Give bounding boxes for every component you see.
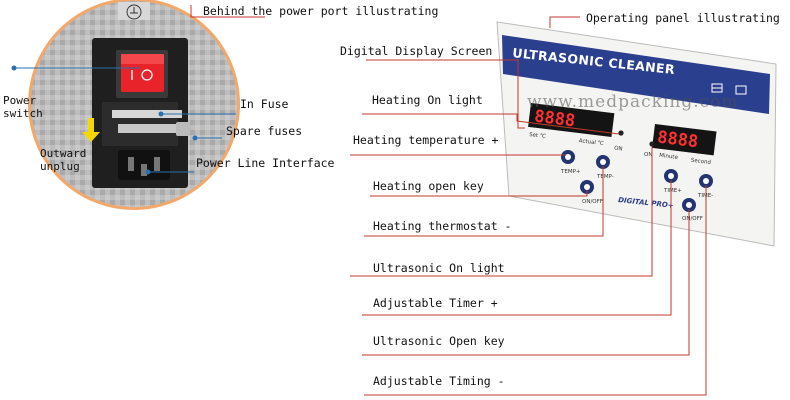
heating-on-light-label: Heating On light xyxy=(372,93,483,107)
right-leader-lines xyxy=(350,16,707,396)
heating-onoff-label: ON/OFF xyxy=(582,199,603,205)
display-screen-label: Digital Display Screen xyxy=(340,44,493,58)
minute-label: Minute xyxy=(659,153,679,161)
ultrasonic-on-light xyxy=(649,141,655,147)
operating-panel: ULTRASONIC CLEANER 8888 Set ℃ Actual ℃ O… xyxy=(496,21,777,247)
heating-on-light xyxy=(618,130,624,136)
timing-minus-label: Adjustable Timing - xyxy=(373,374,505,388)
in-fuse-label: In Fuse xyxy=(240,97,289,111)
outward-unplug-label: Outward unplug xyxy=(40,147,87,173)
ultrasonic-onoff-button[interactable]: ON/OFF xyxy=(682,198,703,222)
panel-heading: Operating panel illustrating xyxy=(586,11,780,25)
ultrasonic-on-text: ON xyxy=(644,152,652,158)
heating-open-key-label: Heating open key xyxy=(373,179,484,193)
power-line-label: Power Line Interface xyxy=(196,156,335,170)
second-label: Second xyxy=(690,158,711,166)
time-minus-label: TIME- xyxy=(697,193,713,199)
power-port-heading: Behind the power port illustrating xyxy=(203,4,439,18)
display-left xyxy=(528,103,615,138)
display-right xyxy=(652,123,717,156)
heating-on-label: ON xyxy=(614,145,623,152)
ground-icon xyxy=(126,4,142,20)
timer-plus-label: Adjustable Timer + xyxy=(373,296,498,310)
temp-minus-label: TEMP- xyxy=(596,174,614,180)
heating-thermostat-minus-label: Heating thermostat - xyxy=(373,219,512,233)
time-minus-button[interactable]: TIME- xyxy=(697,174,713,199)
ultrasonic-onoff-label: ON/OFF xyxy=(682,216,703,222)
left-leader-lines xyxy=(11,5,265,175)
basket-icon xyxy=(711,83,747,95)
temp-plus-button[interactable]: TEMP+ xyxy=(560,150,581,175)
temp-plus-label: TEMP+ xyxy=(560,169,581,175)
power-switch-label: Power switch xyxy=(3,94,43,120)
switch-off-icon xyxy=(141,69,153,81)
time-plus-button[interactable]: TIME+ xyxy=(663,169,682,194)
display-right-digits: 8888 xyxy=(656,127,699,152)
outward-arrow-icon xyxy=(82,118,100,142)
temp-minus-button[interactable]: TEMP- xyxy=(596,155,614,180)
time-plus-label: TIME+ xyxy=(663,188,682,194)
power-port-photo xyxy=(28,0,240,210)
in-fuse xyxy=(112,110,182,118)
heating-temp-plus-label: Heating temperature + xyxy=(353,133,499,147)
watermark: www.medpacking.com xyxy=(527,92,739,112)
actual-temp-label: Actual ℃ xyxy=(578,137,604,147)
ultrasonic-open-key-label: Ultrasonic Open key xyxy=(373,334,505,348)
set-temp-label: Set ℃ xyxy=(529,131,547,140)
heating-onoff-button[interactable]: ON/OFF xyxy=(580,180,603,205)
spare-fuses-label: Spare fuses xyxy=(226,124,303,138)
spare-fuse xyxy=(118,124,182,133)
ultrasonic-on-light-label: Ultrasonic On light xyxy=(373,261,505,275)
panel-title-band xyxy=(502,35,770,114)
